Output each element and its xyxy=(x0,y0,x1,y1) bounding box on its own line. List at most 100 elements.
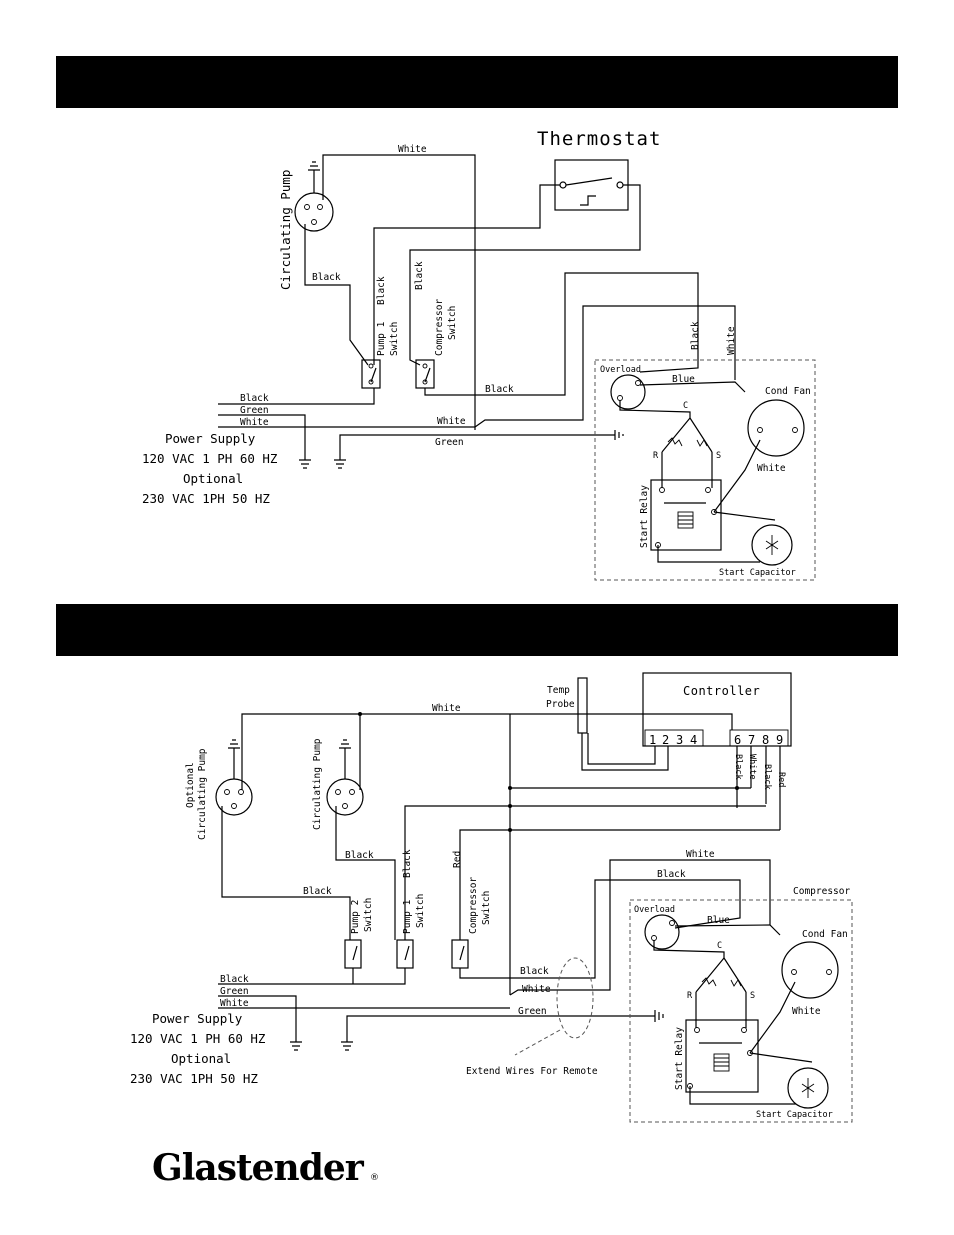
wire-green-ground xyxy=(339,434,615,460)
header-band-top xyxy=(56,56,898,108)
wire-blue-2 xyxy=(674,924,781,936)
power-supply-line-2: 230 VAC 1PH 50 HZ xyxy=(142,491,270,506)
temp-probe-body xyxy=(577,677,588,734)
terminal-r-2-label: R xyxy=(687,991,693,1001)
terminal-s-label: S xyxy=(716,451,721,461)
pump-motor-symbol xyxy=(294,192,334,232)
power-supply-title: Power Supply xyxy=(165,431,256,446)
pump1-switch-contact-bottom xyxy=(368,379,374,385)
terminal-s-2-label: S xyxy=(750,991,755,1001)
wire-blue xyxy=(639,381,746,393)
wire-black-pump-2 xyxy=(335,806,396,940)
start-capacitor-2-mark xyxy=(801,1078,815,1098)
start-capacitor-2-label: Start Capacitor xyxy=(756,1110,833,1120)
overload-1: Overload xyxy=(600,365,646,410)
circulating-pump-1: Circulating Pump xyxy=(278,161,334,290)
terminal-r-label: R xyxy=(653,451,659,461)
optional-pump-terminal-c xyxy=(231,803,237,809)
wire-label-white-vertical: White xyxy=(726,326,737,355)
power-supply-2-optional: Optional xyxy=(171,1051,231,1066)
cond-fan-2: Cond Fan White xyxy=(781,929,848,1017)
terminal-9: 9 xyxy=(776,733,784,747)
pump2-switch-label-1: Pump 2 xyxy=(350,900,361,934)
compressor-windings-2 xyxy=(695,957,747,993)
relay-coil-turns xyxy=(678,515,693,525)
wire-windings-to-relay xyxy=(661,452,713,488)
junction-a xyxy=(508,786,512,790)
pump2-switch-box xyxy=(344,939,362,969)
temp-probe-wires xyxy=(581,733,669,771)
thermostat-contact-right xyxy=(616,181,624,189)
terminal-c-label: C xyxy=(683,401,688,411)
supply2-line-black xyxy=(218,968,406,985)
compressor-switch-2-lever xyxy=(459,945,465,961)
pump1-switch-contact-top xyxy=(368,363,374,369)
controller-box xyxy=(642,672,792,747)
thermostat-switch-symbol xyxy=(565,177,613,206)
terminal-4: 4 xyxy=(690,733,698,747)
circulating-pump-2: Circulating Pump xyxy=(312,738,364,830)
winding-coil-s xyxy=(696,439,708,447)
start-relay-2: Start Relay xyxy=(674,1019,759,1093)
start-relay-2-box xyxy=(685,1019,759,1093)
compressor-switch-lever xyxy=(424,367,431,383)
start-relay-2-label: Start Relay xyxy=(674,1027,685,1090)
relay-2-coil xyxy=(713,1053,730,1072)
ctrl-wire-label-white: White xyxy=(747,754,757,780)
wire-black-pump xyxy=(304,224,369,366)
pump1-switch-2-lever xyxy=(404,945,410,961)
controller-title: Controller xyxy=(683,684,760,698)
winding-coil-s-2 xyxy=(730,979,742,987)
controller-terminal-block-right xyxy=(729,729,789,747)
cond-fan-2-label: Cond Fan xyxy=(802,929,848,940)
overload-2: Overload xyxy=(634,905,680,950)
pump1-switch-2: Pump 1 Switch Black xyxy=(396,849,426,969)
wire-label-black-mid-2: Black xyxy=(520,966,549,977)
compressor-enclosure-2 xyxy=(629,899,853,1123)
junction-d xyxy=(735,786,739,790)
pump1-switch-label-1: Pump 1 xyxy=(376,321,387,356)
supply-label-white: White xyxy=(240,417,269,428)
start-capacitor-symbol xyxy=(751,524,793,566)
relay-2-coil-turns xyxy=(714,1057,729,1067)
pump1-switch-2-label-1: Pump 1 xyxy=(402,899,413,934)
supply2-label-black: Black xyxy=(220,974,249,985)
wire-overload-to-c xyxy=(619,400,691,418)
pump2-terminal-a xyxy=(335,789,341,795)
ctrl-wire-label-black: Black xyxy=(733,754,743,780)
cond-fan-terminal-b xyxy=(792,427,798,433)
terminal-c-2-label: C xyxy=(717,941,722,951)
overload-terminal-b xyxy=(635,380,641,386)
pump2-switch-lever xyxy=(352,945,358,961)
start-capacitor-label: Start Capacitor xyxy=(719,568,796,578)
ground-symbol-2 xyxy=(334,459,346,469)
extend-wires-pointer xyxy=(514,1029,561,1056)
compressor-switch-1: Black Compressor Switch xyxy=(414,261,458,389)
extend-wires-note: Extend Wires For Remote xyxy=(466,1066,598,1077)
optional-pump-terminal-a xyxy=(224,789,230,795)
power-supply-2-line-2: 230 VAC 1PH 50 HZ xyxy=(130,1071,258,1086)
registered-mark: ® xyxy=(370,1173,379,1183)
power-supply-2-line-1: 120 VAC 1 PH 60 HZ xyxy=(130,1031,266,1046)
temp-probe-label-1: Temp xyxy=(547,685,570,696)
compressor-switch-2: Red Compressor Switch xyxy=(451,851,492,969)
wire-label-white-mid-2: White xyxy=(522,984,551,995)
temp-probe-label-2: Probe xyxy=(546,699,575,710)
wire-label-black-mid: Black xyxy=(485,384,514,395)
supply-label-black: Black xyxy=(240,393,269,404)
supply-ground-symbol xyxy=(299,459,311,469)
thermostat-contact-left xyxy=(559,181,567,189)
pump1-switch-2-box xyxy=(396,939,414,969)
controller-output-wires xyxy=(736,746,781,830)
pump2-ground xyxy=(339,739,351,779)
start-capacitor-1: Start Capacitor xyxy=(719,524,796,578)
start-relay-label: Start Relay xyxy=(639,485,650,548)
wire-label-black-upper-2: Black xyxy=(657,869,686,880)
wire-label-green-2: Green xyxy=(518,1006,547,1017)
wire-label-blue: Blue xyxy=(672,374,695,385)
wire-white-pump-main xyxy=(322,154,476,430)
pump-terminal-c xyxy=(311,219,317,225)
overload-2-label: Overload xyxy=(634,905,675,915)
ctrl-wire-label-red: Red xyxy=(776,772,786,787)
